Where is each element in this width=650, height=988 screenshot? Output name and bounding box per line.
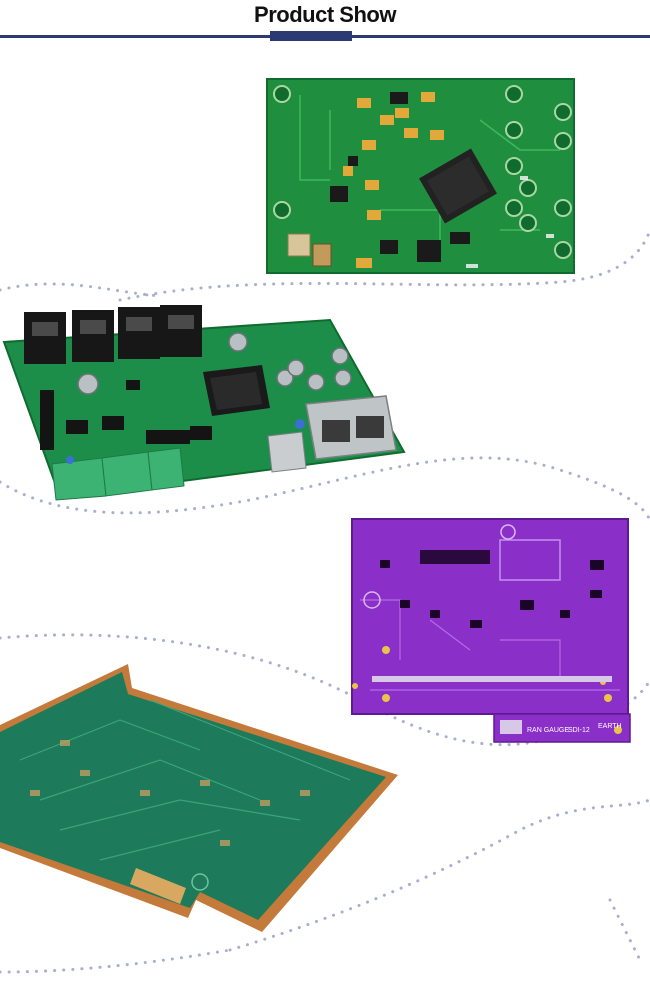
- qfp-chip: [419, 148, 497, 224]
- gold-pads: [352, 646, 622, 734]
- label-ran-gauge: RAN GAUGE: [527, 727, 569, 734]
- usb-port: [267, 431, 307, 473]
- ethernet-dual-jack: [305, 395, 397, 460]
- pcb-bare-multilayer-board: [0, 664, 398, 932]
- gold-edge-connector: [130, 868, 186, 904]
- pcb-purple-board: RAN GAUGE SDI-12 EARTH: [351, 518, 631, 743]
- blue-capacitor: [295, 419, 305, 429]
- mounting-holes: [273, 85, 572, 259]
- small-ics: [330, 92, 470, 262]
- page-title: Product Show: [254, 2, 396, 27]
- tantalum-capacitors: [343, 92, 444, 268]
- label-sdi12: SDI-12: [568, 727, 590, 734]
- smd-components: [380, 560, 604, 628]
- label-earth: EARTH: [598, 723, 622, 730]
- small-ics: [40, 380, 212, 450]
- pcb-green-mcu-board: [266, 78, 575, 274]
- pcb-green-ethernet-board: [2, 305, 406, 501]
- electrolytic-capacitors: [77, 332, 352, 395]
- header-rule-tab: [270, 31, 352, 41]
- inductor: [312, 243, 332, 267]
- pin-header: [420, 550, 490, 564]
- copper-pads: [30, 740, 310, 846]
- page-header: Product Show: [0, 0, 650, 44]
- terminal-blocks: [51, 447, 185, 501]
- crystal: [287, 233, 311, 257]
- rj45-jacks: [24, 305, 202, 364]
